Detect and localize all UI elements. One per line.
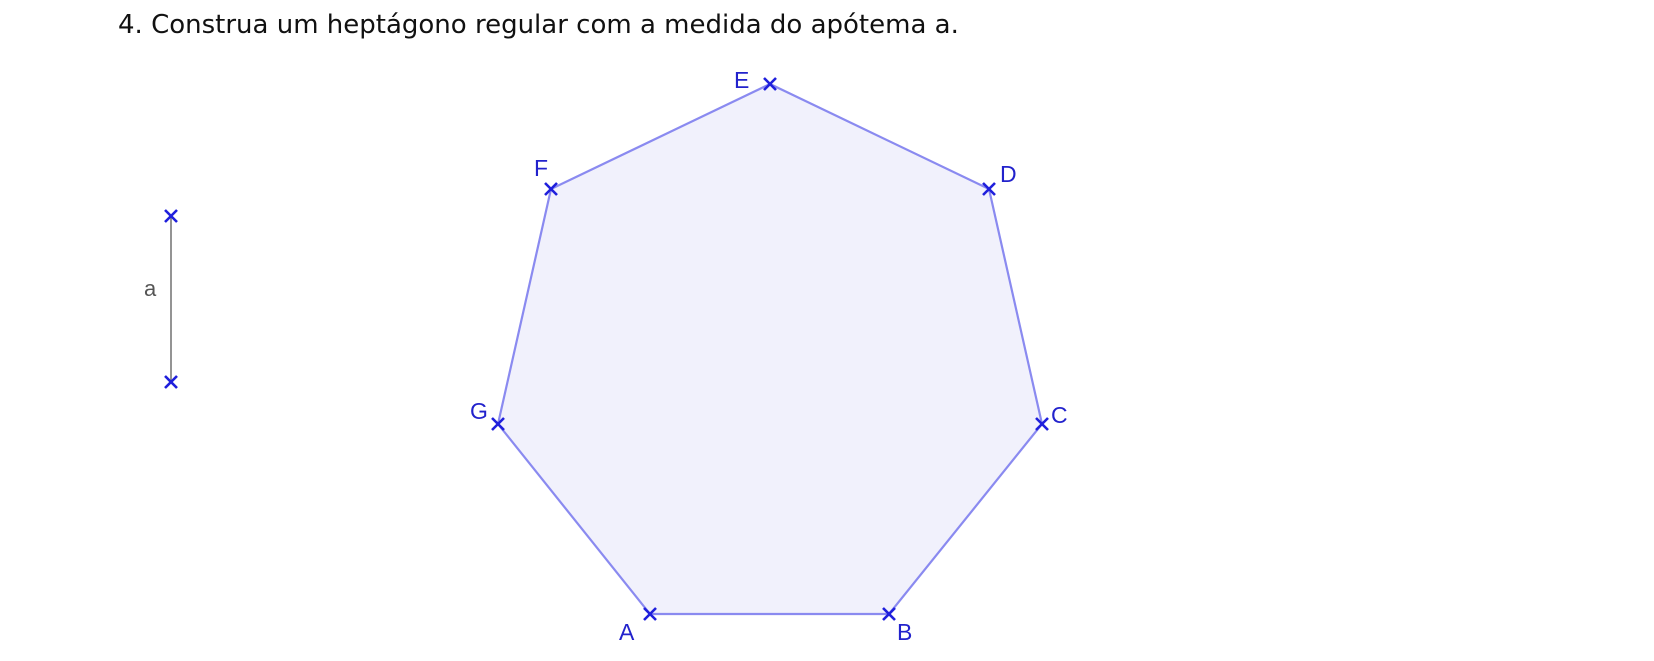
vertex-f[interactable]: F [534, 155, 558, 196]
vertex-label-g: G [470, 398, 488, 424]
vertex-label-f: F [534, 155, 548, 181]
vertex-label-a: A [619, 619, 635, 645]
vertex-label-d: D [1000, 161, 1017, 187]
segment-a-endpoint-bottom[interactable] [164, 375, 178, 389]
vertex-d[interactable]: D [982, 161, 1017, 196]
vertex-a[interactable]: A [619, 607, 657, 645]
heptagon: A B C D [470, 67, 1068, 645]
vertex-label-b: B [897, 619, 912, 645]
vertex-label-e: E [734, 67, 749, 93]
heptagon-shape[interactable] [496, 82, 1044, 616]
vertex-g[interactable]: G [470, 398, 505, 431]
vertex-e[interactable]: E [734, 67, 777, 93]
segment-a: a [144, 209, 178, 389]
problem-title: 4. Construa um heptágono regular com a m… [118, 10, 959, 40]
segment-a-label: a [144, 276, 157, 301]
vertex-label-c: C [1051, 402, 1068, 428]
segment-a-endpoint-top[interactable] [164, 209, 178, 223]
vertex-c[interactable]: C [1035, 402, 1068, 431]
vertex-b[interactable]: B [882, 607, 912, 645]
